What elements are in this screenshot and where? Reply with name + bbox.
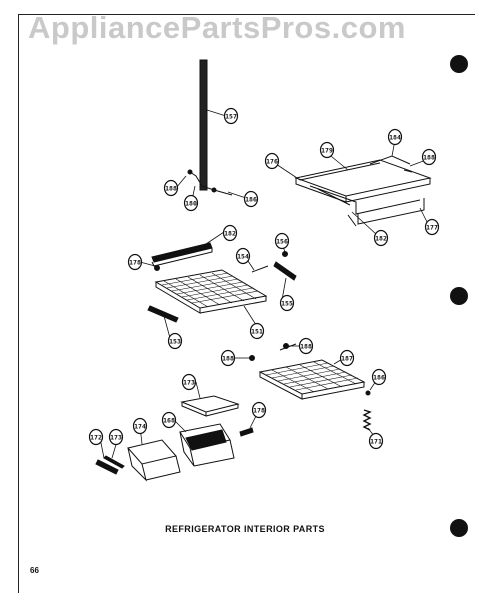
pan-pin <box>239 427 254 437</box>
shelf-rail-top <box>151 242 213 271</box>
callout-number: 179 <box>321 146 333 154</box>
callout-177: 177 <box>424 218 440 236</box>
callout-188: 188 <box>298 337 314 355</box>
callout-number: 187 <box>341 354 353 362</box>
crisper-pan-left <box>127 439 181 482</box>
callout-number: 182 <box>375 234 387 242</box>
callout-number: 188 <box>300 342 312 350</box>
callout-number: 153 <box>169 337 181 345</box>
binder-hole-top <box>450 55 468 73</box>
callout-number: 177 <box>426 223 438 231</box>
pan-slide-rails <box>95 455 125 475</box>
callout-151: 151 <box>249 322 265 340</box>
wire-shelf-upper <box>154 269 268 314</box>
callout-number: 154 <box>237 252 249 260</box>
callout-number: 188 <box>165 184 177 192</box>
callout-188: 188 <box>421 148 437 166</box>
wire-shelf-middle <box>249 343 366 400</box>
page-number: 66 <box>30 566 39 575</box>
callout-172: 172 <box>88 428 104 446</box>
crisper-cover-assembly <box>294 155 432 227</box>
callout-number: 172 <box>90 433 102 441</box>
crisper-lid <box>180 395 240 417</box>
callout-188: 188 <box>220 349 236 367</box>
callout-173: 173 <box>181 373 197 391</box>
callout-186: 186 <box>243 190 259 208</box>
callout-171: 171 <box>368 432 384 450</box>
callout-number: 168 <box>163 416 175 424</box>
callout-number: 184 <box>389 133 401 141</box>
callout-184: 184 <box>387 128 403 146</box>
callout-number: 173 <box>110 433 122 441</box>
callout-number: 178 <box>129 258 141 266</box>
diagram-caption: REFRIGERATOR INTERIOR PARTS <box>165 524 325 534</box>
callout-number: 186 <box>373 373 385 381</box>
callout-180: 180 <box>183 194 199 212</box>
callout-number: 151 <box>251 327 263 335</box>
callout-168: 168 <box>161 411 177 429</box>
callout-178: 178 <box>251 401 267 419</box>
callout-187: 187 <box>339 349 355 367</box>
callout-186: 186 <box>371 368 387 386</box>
callout-155: 155 <box>279 294 295 312</box>
callout-174: 174 <box>132 417 148 435</box>
tall-rod-part <box>199 59 208 191</box>
callout-157: 157 <box>223 107 239 125</box>
callout-number: 188 <box>222 354 234 362</box>
binder-hole-middle <box>450 287 468 305</box>
callout-156: 156 <box>274 232 290 250</box>
shelf-rail-lower <box>147 305 179 323</box>
callout-182: 182 <box>373 229 389 247</box>
crisper-pan-right <box>179 423 235 467</box>
callout-179: 179 <box>319 141 335 159</box>
callout-number: 155 <box>281 299 293 307</box>
spring-part <box>362 390 372 431</box>
callout-number: 176 <box>266 157 278 165</box>
callout-154: 154 <box>235 247 251 265</box>
watermark: AppliancePartsPros.com <box>28 10 406 45</box>
callout-number: 182 <box>224 229 236 237</box>
callout-153: 153 <box>167 332 183 350</box>
rod-fasteners <box>187 169 233 196</box>
callout-number: 157 <box>225 112 237 120</box>
callout-number: 186 <box>245 195 257 203</box>
callout-number: 171 <box>370 437 382 445</box>
callout-182: 182 <box>222 224 238 242</box>
callout-178: 178 <box>127 253 143 271</box>
callout-number: 174 <box>134 422 146 430</box>
shelf-bracket-right <box>251 251 297 281</box>
callout-labels: 157 188 180 186 176 179 184 188 182 177 182 178 156 1… <box>88 107 440 450</box>
callout-number: 156 <box>276 237 288 245</box>
callout-188: 188 <box>163 179 179 197</box>
callout-number: 180 <box>185 199 197 207</box>
callout-176: 176 <box>264 152 280 170</box>
callout-number: 178 <box>253 406 265 414</box>
binder-hole-bottom <box>450 519 468 537</box>
callout-173: 173 <box>108 428 124 446</box>
page-frame <box>18 14 475 593</box>
callout-number: 188 <box>423 153 435 161</box>
callout-number: 173 <box>183 378 195 386</box>
